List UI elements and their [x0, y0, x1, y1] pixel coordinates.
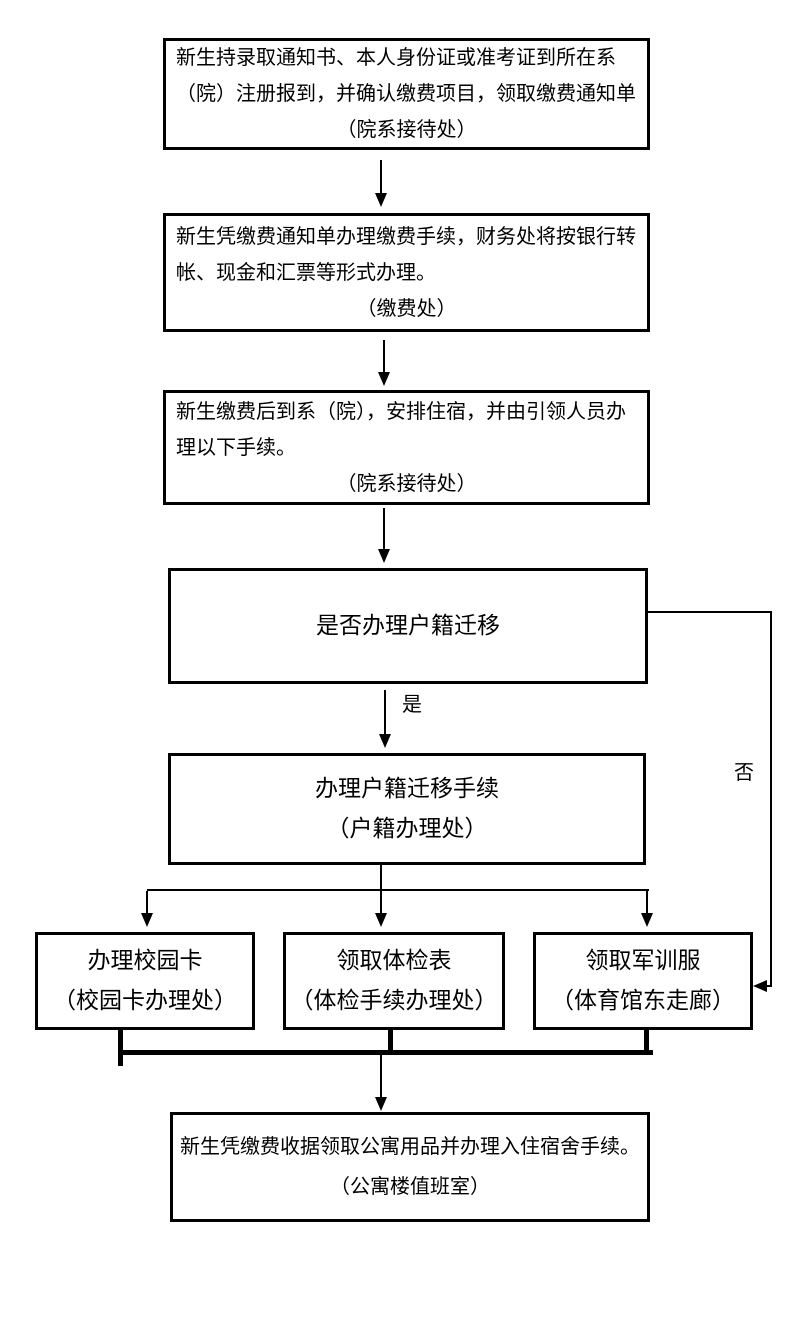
box-text-line: 理以下手续。 — [176, 436, 296, 459]
box-text-line: 新生缴费后到系（院），安排住宿，并由引领人员办 — [176, 400, 626, 423]
merge-left-stub — [118, 1028, 123, 1066]
step-register-box: 新生持录取通知书、本人身份证或准考证到所在系 （院）注册报到，并确认缴费项目，领… — [163, 38, 650, 150]
box-text-line: 领取体检表 — [336, 948, 452, 973]
arrow-yes-line — [384, 690, 386, 735]
arrow-payment-to-dorm-line — [383, 340, 385, 374]
merge-right-stub — [644, 1028, 649, 1054]
yes-label: 是 — [402, 694, 422, 716]
split-stem-line — [380, 865, 382, 891]
step-campus-card-box: 办理校园卡 （校园卡办理处） — [35, 932, 255, 1030]
box-text-line: 新生凭缴费通知单办理缴费手续，财务处将按银行转 — [176, 225, 636, 248]
box-text-line: 领取军训服 — [585, 948, 701, 973]
box-text-line: 办理校园卡 — [87, 948, 203, 973]
box-location-line: （体检手续办理处） — [290, 988, 498, 1013]
decision-text: 是否办理户籍迁移 — [316, 613, 500, 638]
arrow-to-apartment-line — [380, 1055, 382, 1099]
step-dorm-assignment-box: 新生缴费后到系（院），安排住宿，并由引领人员办 理以下手续。 （院系接待处） — [163, 390, 650, 505]
step-military-uniform-box: 领取军训服 （体育馆东走廊） — [533, 932, 753, 1030]
no-branch-arrow-head — [753, 980, 767, 992]
arrow-to-campus-card-head — [141, 913, 153, 927]
step-apartment-checkin-box: 新生凭缴费收据领取公寓用品并办理入住宿舍手续。 （公寓楼值班室） — [170, 1112, 650, 1222]
step-payment-box: 新生凭缴费通知单办理缴费手续，财务处将按银行转 帐、现金和汇票等形式办理。 （缴… — [163, 213, 650, 332]
box-text-line: 新生持录取通知书、本人身份证或准考证到所在系 — [176, 47, 616, 69]
box-location-line: （公寓楼值班室） — [330, 1176, 490, 1198]
arrow-to-military-uniform-line — [646, 891, 648, 914]
arrow-register-to-payment-line — [380, 160, 382, 194]
box-text-line: 办理户籍迁移手续 — [315, 776, 499, 801]
no-branch-vertical-line — [770, 611, 772, 987]
arrow-dorm-to-decision-head — [378, 549, 390, 563]
arrow-to-apartment-head — [375, 1097, 387, 1111]
arrow-dorm-to-decision-line — [383, 508, 385, 550]
box-text-line: （院）注册报到，并确认缴费项目，领取缴费通知单 — [176, 83, 636, 105]
split-horizontal-line — [147, 889, 649, 891]
box-location-line: （校园卡办理处） — [53, 988, 237, 1013]
box-text-line: 新生凭缴费收据领取公寓用品并办理入住宿舍手续。 — [180, 1136, 640, 1158]
no-branch-top-line — [648, 611, 772, 613]
box-location-line: （院系接待处） — [336, 119, 477, 141]
step-physical-exam-box: 领取体检表 （体检手续办理处） — [283, 932, 505, 1030]
box-text-line: 帐、现金和汇票等形式办理。 — [176, 261, 436, 284]
no-label: 否 — [734, 762, 754, 784]
decision-hukou-box: 是否办理户籍迁移 — [168, 568, 648, 684]
arrow-to-physical-exam-head — [375, 913, 387, 927]
arrow-to-physical-exam-line — [380, 891, 382, 914]
box-location-line: （缴费处） — [356, 297, 457, 320]
arrow-to-military-uniform-head — [641, 913, 653, 927]
arrow-to-campus-card-line — [146, 891, 148, 914]
arrow-register-to-payment-head — [375, 193, 387, 207]
merge-middle-stub — [388, 1028, 393, 1054]
box-location-line: （户籍办理处） — [326, 816, 488, 841]
arrow-payment-to-dorm-head — [378, 372, 390, 386]
merge-horizontal-bar — [118, 1050, 653, 1055]
box-location-line: （体育馆东走廊） — [551, 988, 735, 1013]
step-hukou-transfer-box: 办理户籍迁移手续 （户籍办理处） — [168, 753, 646, 865]
box-location-line: （院系接待处） — [336, 472, 477, 495]
arrow-yes-head — [379, 734, 391, 748]
